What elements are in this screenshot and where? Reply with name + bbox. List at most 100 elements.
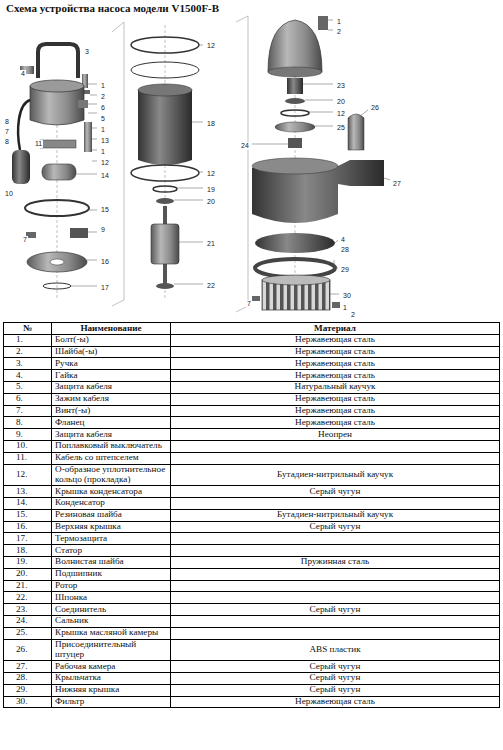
table-text: Зажим кабеля — [55, 393, 109, 403]
table-header-row: № НаименованиеМатериал — [4, 323, 500, 335]
table-text: Крышка масляной камеры — [55, 627, 158, 637]
callout-number: 16 — [100, 258, 110, 266]
table-cell: Зажим кабеля — [52, 393, 171, 405]
table-text: 3. — [16, 358, 23, 368]
table-row: 14.Конденсатор — [4, 497, 500, 509]
table-cell: Волнистая шайба — [52, 556, 171, 568]
capacitor — [42, 164, 76, 180]
table-text: Присоединительный штуцер — [55, 639, 136, 659]
table-cell: 6. — [4, 393, 52, 405]
table-cell: 27. — [4, 661, 52, 673]
table-text: 11. — [16, 452, 27, 462]
table-text: Шпонка — [55, 592, 87, 602]
callout-number: 27 — [392, 180, 402, 188]
callout-number: 1 — [100, 82, 106, 90]
table-row: 21. Ротор — [4, 580, 500, 592]
table-cell: Пружинная сталь — [171, 556, 500, 568]
table-text: Соединитель — [55, 604, 106, 614]
table-text: Резиновая шайба — [55, 509, 122, 519]
table-text: Статор — [55, 545, 82, 555]
table-cell — [171, 545, 500, 557]
table-cell: Серый чугун — [171, 672, 500, 684]
table-cell: 13. — [4, 486, 52, 498]
table-text: Серый чугун — [310, 521, 361, 531]
table-row: 1.Болт(-ы)Нержавеющая сталь — [4, 334, 500, 346]
table-cell: Фланец — [52, 417, 171, 429]
table-text: Защита кабеля — [55, 381, 112, 391]
table-text: Винт(-ы) — [55, 405, 90, 415]
table-text: 27. — [16, 661, 27, 671]
table-text: Защита кабеля — [55, 429, 112, 439]
table-row: 11.Кабель со штепселем — [4, 452, 500, 464]
o-ring — [25, 200, 89, 216]
table-cell — [171, 580, 500, 592]
table-cell: Материал — [171, 323, 500, 335]
table-cell: ABS пластик — [171, 639, 500, 661]
callout-number: 11 — [34, 140, 43, 148]
outlet-fitting — [348, 114, 364, 150]
oil-chamber-cover — [275, 122, 315, 132]
rotor — [151, 224, 179, 264]
callout-number: 5 — [100, 115, 106, 123]
table-cell: Защита кабеля — [52, 381, 171, 393]
table-text: 10. — [16, 440, 27, 450]
table-cell: 18. — [4, 545, 52, 557]
seal — [288, 138, 302, 148]
table-text: 7. — [16, 405, 23, 415]
callout-number: 18 — [206, 120, 216, 128]
table-text: 13. — [16, 486, 27, 496]
table-cell: 7. — [4, 405, 52, 417]
table-cell: Наименование — [52, 323, 171, 335]
table-text: 21. — [16, 580, 27, 590]
table-text: Нержавеющая сталь — [295, 334, 375, 344]
table-row: 24.Сальник — [4, 615, 500, 627]
table-text: Болт(-ы) — [55, 334, 89, 344]
callout-number: 7 — [246, 300, 252, 308]
table-cell: 28. — [4, 672, 52, 684]
table-text: О-образное уплотнительное кольцо (прокла… — [55, 464, 165, 484]
table-cell: Ротор — [52, 580, 171, 592]
callout-number: 20 — [206, 198, 216, 206]
table-text: Рабочая камера — [55, 661, 115, 671]
table-cell: Неопрен — [171, 429, 500, 441]
table-cell: Нержавеющая сталь — [171, 417, 500, 429]
key — [156, 283, 174, 289]
callout-number: 15 — [100, 206, 110, 214]
table-text: Серый чугун — [310, 604, 361, 614]
table-cell: Конденсатор — [52, 497, 171, 509]
table-text: Серый чугун — [310, 661, 361, 671]
table-text: Нержавеющая сталь — [295, 405, 375, 415]
callout-number: 3 — [84, 48, 90, 56]
table-cell: Статор — [52, 545, 171, 557]
table-text: Поплавковый выключатель — [55, 440, 162, 450]
table-text: 20. — [16, 568, 27, 578]
table-text: 4. — [16, 370, 23, 380]
table-cell: Верхняя крышка — [52, 521, 171, 533]
callout-number: 26 — [370, 104, 380, 112]
callout-number: 12 — [206, 42, 216, 50]
bottom-cover — [255, 259, 335, 277]
table-text: № — [23, 323, 32, 333]
callout-number: 1 — [342, 304, 348, 312]
table-cell: Фильтр — [52, 696, 171, 708]
table-cell: 20. — [4, 568, 52, 580]
table-text: Нержавеющая сталь — [295, 346, 375, 356]
callout-number: 4 — [20, 70, 26, 78]
table-text: Нержавеющая сталь — [295, 393, 375, 403]
table-cell: Подшипник — [52, 568, 171, 580]
table-row: 8.ФланецНержавеющая сталь — [4, 417, 500, 429]
table-text: Верхняя крышка — [55, 521, 121, 531]
table-text: Серый чугун — [310, 684, 361, 694]
callout-number: 9 — [100, 226, 106, 234]
table-text: Фильтр — [55, 696, 84, 706]
callout-number: 28 — [340, 246, 350, 254]
table-text: 2. — [16, 346, 23, 356]
table-cell: Бутадиен-нитрильный каучук — [171, 464, 500, 486]
table-text: 19. — [16, 556, 27, 566]
thermal-protector — [43, 283, 71, 289]
table-cell: 22. — [4, 592, 52, 604]
bolts — [84, 122, 92, 152]
diagram-title: Схема устройства насоса модели V1500F-B — [6, 2, 219, 14]
callout-number: 1 — [336, 18, 342, 26]
table-text: Серый чугун — [310, 672, 361, 682]
